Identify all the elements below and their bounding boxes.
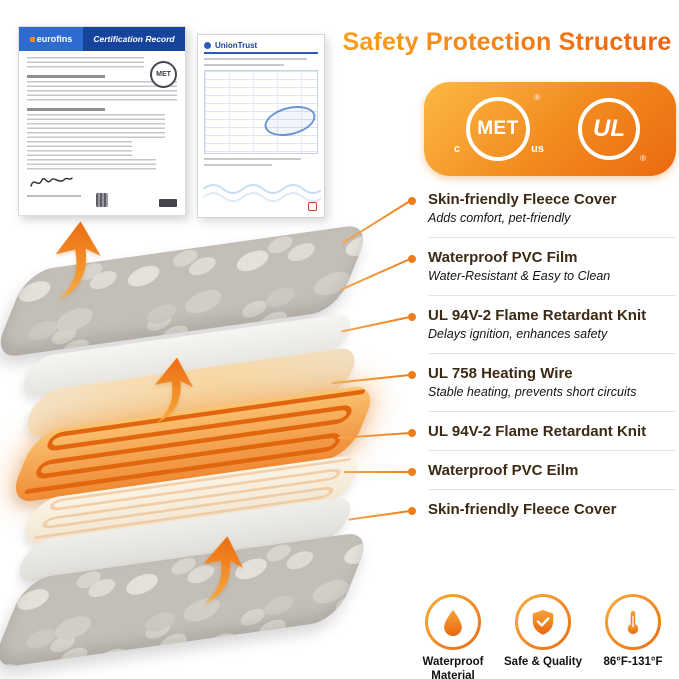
feature-desc: Delays ignition, enhances safety <box>428 327 608 341</box>
feature-list: Skin-friendly Fleece Cover Adds comfort,… <box>332 180 676 528</box>
uniontrust-logo <box>204 42 211 49</box>
feature-item: Waterproof PVC Eilm <box>344 451 676 490</box>
safe-quality-badge: Safe & Quality <box>500 594 586 679</box>
met-ring: MET <box>466 97 530 161</box>
feature-title: Waterproof PVC Eilm <box>428 461 579 479</box>
met-certification-logo: c MET us ® <box>454 93 544 165</box>
bullet-dot <box>408 197 416 205</box>
wire-shadow <box>34 458 351 539</box>
feature-title: Waterproof PVC Film <box>428 248 578 266</box>
feature-title: Skin-friendly Fleece Cover <box>428 191 617 208</box>
badge-circle <box>425 594 481 650</box>
report-table <box>204 70 318 154</box>
feature-desc: Adds comfort, pet-friendly <box>428 211 571 226</box>
temperature-badge: 86°F-131°F <box>590 594 676 679</box>
cert-text-block <box>27 57 144 70</box>
feature-item: UL 94V-2 Flame Retardant Knit <box>338 412 676 451</box>
report-header: UnionTrust <box>204 41 318 50</box>
met-stamp: MET <box>150 61 177 88</box>
feature-title: UL 758 Heating Wire <box>428 364 573 382</box>
test-report-document: UnionTrust <box>197 34 325 218</box>
cert-text-block <box>27 159 156 172</box>
droplet-icon <box>444 609 462 636</box>
report-text-line <box>204 58 307 60</box>
badge-label: Waterproof Material <box>422 656 484 679</box>
accreditation-mark <box>96 193 108 207</box>
layer-stack-diagram <box>0 222 430 670</box>
certification-record-document: eurofins Certification Record MET <box>18 26 186 216</box>
page-title: Safety Protection Structure <box>336 28 678 57</box>
report-text-line <box>204 164 273 166</box>
cert-text-block <box>27 114 165 141</box>
met-c-mark: c <box>454 143 461 155</box>
shield-check-icon <box>532 609 554 635</box>
ul-label: UL <box>593 115 625 142</box>
eurofins-logo: eurofins <box>19 27 83 51</box>
watermark-waves <box>203 184 321 202</box>
cert-section-heading <box>27 108 105 111</box>
heat-arrow-icon <box>150 355 196 427</box>
thermometer-icon <box>627 610 639 634</box>
feature-title: Skin-friendly Fleece Cover <box>428 501 617 518</box>
ul-certification-logo: UL ® <box>572 93 646 165</box>
bullet-dot <box>408 312 416 321</box>
feature-item: Waterproof PVC Film Water-Resistant & Ea… <box>340 238 676 296</box>
certificate-header: eurofins Certification Record <box>19 27 185 51</box>
bullet-dot <box>408 254 416 263</box>
badge-circle <box>605 594 661 650</box>
heating-wire-layer <box>6 383 380 505</box>
cert-text-block <box>27 81 177 103</box>
met-registered-mark: ® <box>534 93 540 102</box>
bullet-dot <box>408 428 416 437</box>
met-lab-mark <box>159 199 177 207</box>
heating-wire-coil <box>24 389 365 494</box>
bullet-dot <box>408 467 416 476</box>
bullet-dot <box>408 507 416 515</box>
certificate-body <box>19 51 185 215</box>
feature-item: Skin-friendly Fleece Cover <box>348 490 676 528</box>
heat-arrow-icon <box>52 219 103 303</box>
cert-text-block <box>27 141 132 159</box>
feature-item: UL 758 Heating Wire Stable heating, prev… <box>332 354 676 412</box>
red-seal-mark <box>308 202 317 211</box>
feature-item: Skin-friendly Fleece Cover Adds comfort,… <box>341 180 676 245</box>
cert-section-heading <box>27 75 105 78</box>
badge-circle <box>515 594 571 650</box>
met-label: MET <box>477 118 519 139</box>
feature-title: UL 94V-2 Flame Retardant Knit <box>428 422 647 440</box>
bottom-badge-row: Waterproof Material Safe & Quality 86°F-… <box>410 594 676 679</box>
bullet-dot <box>408 370 416 379</box>
feature-item: UL 94V-2 Flame Retardant Knit Delays ign… <box>341 296 676 354</box>
flame-retardant-knit-layer-bottom <box>18 453 364 547</box>
certificate-title: Certification Record <box>83 27 185 51</box>
eurofins-brand-text: eurofins <box>36 34 73 44</box>
report-text-line <box>204 64 284 66</box>
met-us-mark: us <box>531 143 544 155</box>
signature-line <box>27 195 81 197</box>
eurofins-logo-accent <box>29 36 35 42</box>
badge-label: 86°F-131°F <box>603 656 663 668</box>
report-text-line <box>204 158 301 160</box>
report-rule <box>204 52 318 54</box>
feature-title: UL 94V-2 Flame Retardant Knit <box>428 306 647 324</box>
badge-label: Safe & Quality <box>504 656 582 668</box>
certification-badge-box: c MET us ® UL ® <box>424 82 676 176</box>
ul-registered-mark: ® <box>640 154 646 163</box>
signature-scribble <box>30 177 73 187</box>
feature-desc: Stable heating, prevents short circuits <box>428 384 637 399</box>
connector-line <box>341 200 411 245</box>
ul-ring: UL <box>578 98 640 160</box>
waterproof-badge: Waterproof Material <box>410 594 496 679</box>
connector-line <box>344 470 410 473</box>
feature-desc: Water-Resistant & Easy to Clean <box>428 269 611 284</box>
uniontrust-brand-text: UnionTrust <box>215 41 258 50</box>
